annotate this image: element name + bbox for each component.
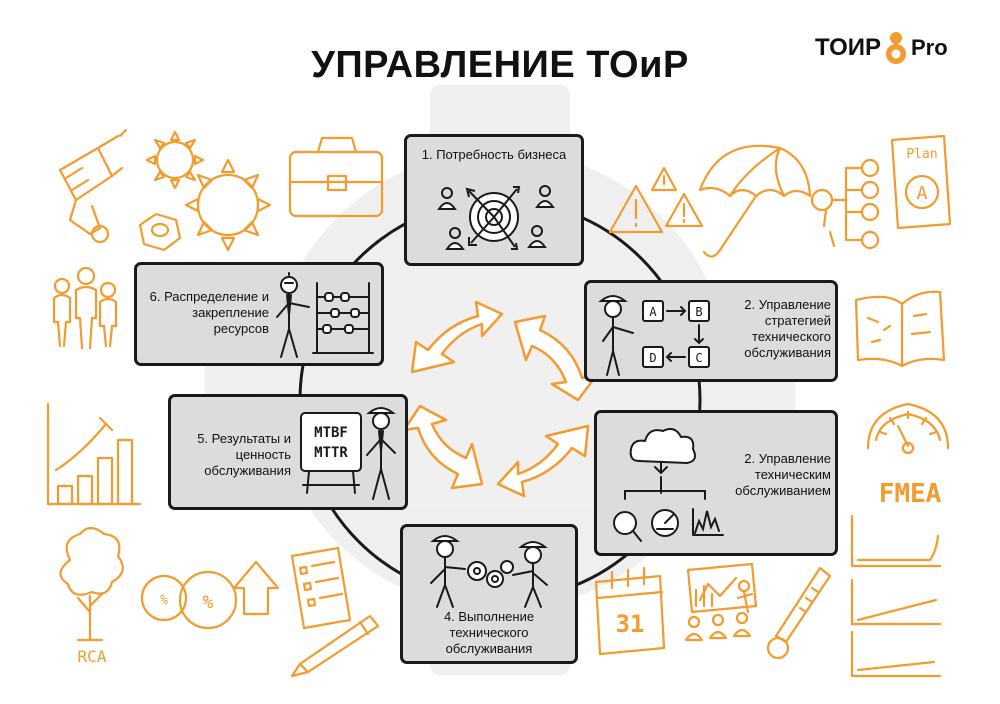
abacus-person-icon (276, 272, 374, 358)
step-4-label: 4. Выполнение технического обслуживания (443, 609, 535, 656)
growth-chart-icon (46, 402, 142, 506)
step-2-maintenance-label: 2. Управление техническим обслуживанием (735, 451, 831, 498)
cloud-analytics-icon (613, 428, 724, 542)
hex-nut-icon (138, 212, 182, 252)
step-2-strategy-label: 2. Управление стратегией технического об… (744, 297, 831, 360)
sun-large-icon (184, 158, 272, 252)
decision-tree-icon (810, 158, 880, 250)
drill-icon (58, 128, 128, 244)
rca-tree-icon (59, 526, 124, 642)
step-2-maintenance-box: 2. Управление техническим обслуживанием (594, 410, 838, 556)
box-letter-c: C (695, 351, 702, 365)
mtbf-text: MTBF (314, 425, 348, 441)
box-letter-b: B (695, 305, 702, 319)
presentation-icon (686, 562, 758, 614)
checklist-icon (290, 546, 352, 630)
plan-letter-text: A (917, 183, 928, 204)
plan-text: Plan (906, 147, 937, 162)
up-arrow-icon (232, 560, 280, 616)
step-6-label: 6. Распределение и закрепление ресурсов (149, 289, 269, 336)
calendar-day-text: 31 (616, 610, 645, 638)
company-logo: ТОИР Pro (815, 30, 948, 66)
percent-coins-icon (140, 570, 238, 630)
audience-icon (684, 611, 752, 642)
sun-small-icon (145, 130, 205, 190)
step-1-label: 1. Потребность бизнеса (421, 147, 567, 162)
box-letter-a: A (649, 305, 657, 319)
fmea-text: FMEA (879, 479, 942, 509)
warning-icon (608, 166, 704, 234)
percent-small-text: % (160, 593, 168, 608)
step-5-label: 5. Результаты и ценность обслуживания (197, 431, 291, 478)
step-2-strategy-box: A B D C 2. Управление стратегией техниче… (584, 280, 838, 382)
step-6-box: 6. Распределение и закрепление ресурсов (134, 262, 384, 366)
people-group-icon (52, 266, 118, 350)
step-4-box: 4. Выполнение технического обслуживания (400, 524, 578, 664)
page-title: УПРАВЛЕНИЕ ТОиР (311, 44, 689, 86)
target-with-investors-icon (437, 185, 555, 250)
umbrella-icon (698, 144, 812, 258)
step-5-box: 5. Результаты и ценность обслуживания MT… (168, 394, 408, 510)
briefcase-icon (288, 136, 384, 218)
step-1-box: 1. Потребность бизнеса (404, 134, 584, 266)
cycle-arrows-icon (402, 300, 598, 498)
open-book-icon (854, 290, 946, 368)
logo-text-left: ТОИР (815, 34, 881, 61)
strategy-diagram-icon: A B D C (598, 295, 710, 376)
trend-charts-icon (850, 514, 942, 678)
gauge-icon (866, 402, 950, 455)
workers-gears-icon (430, 535, 548, 608)
person-gear-icon (886, 32, 906, 64)
pen-icon (290, 614, 380, 678)
rca-text: RCA (78, 647, 107, 666)
thermometer-icon (766, 566, 832, 660)
plan-document-icon (890, 134, 952, 230)
mttr-text: MTTR (314, 445, 348, 461)
logo-text-right: Pro (911, 35, 948, 60)
calendar-icon (594, 566, 666, 656)
percent-large-text: % (203, 592, 214, 613)
box-letter-d: D (649, 351, 656, 365)
mtbf-mttr-board-icon: MTBF MTTR (300, 407, 396, 500)
